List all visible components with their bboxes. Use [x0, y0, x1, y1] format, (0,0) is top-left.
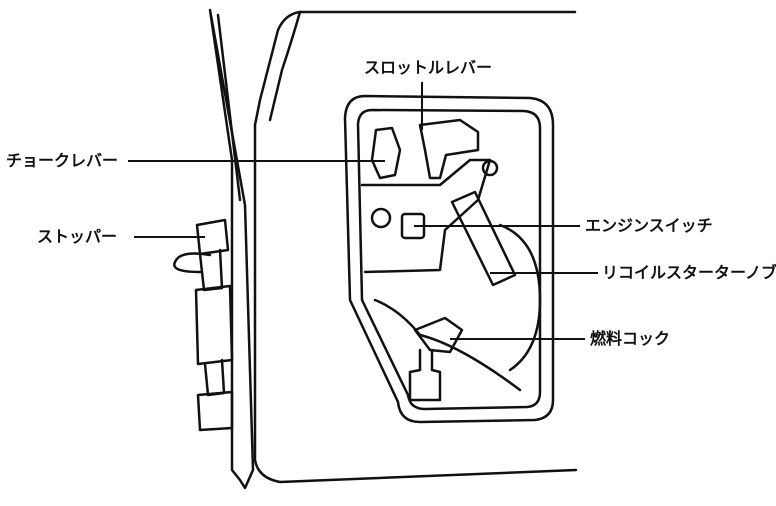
side-panel-edge [216, 13, 242, 202]
housing-outline [253, 10, 578, 484]
hose [373, 298, 522, 392]
stopper-strap [173, 252, 212, 274]
stopper-body [194, 218, 234, 432]
recoil-starter-knob-part [450, 190, 517, 287]
label-recoil-starter-knob: リコイルスターターノブ [602, 263, 776, 282]
side-panel [208, 8, 255, 490]
label-engine-switch: エンジンスイッチ [585, 216, 713, 235]
housing-inner-edge [268, 10, 302, 122]
label-throttle-lever: スロットルレバー [364, 58, 493, 77]
bolt-left [370, 207, 392, 229]
engine-block [360, 158, 492, 274]
label-stopper: ストッパー [37, 227, 118, 246]
panel-opening-outer [343, 94, 555, 424]
panel-opening-inner [356, 108, 542, 411]
recoil-housing [498, 223, 542, 372]
fuel-cock-part [413, 316, 464, 354]
label-fuel-cock: 燃料コック [590, 329, 671, 348]
fuel-pipe [408, 348, 442, 402]
bolt-top [481, 159, 499, 177]
throttle-lever-part [418, 118, 480, 180]
label-choke-lever: チョークレバー [6, 151, 119, 170]
choke-lever-part [370, 126, 402, 180]
